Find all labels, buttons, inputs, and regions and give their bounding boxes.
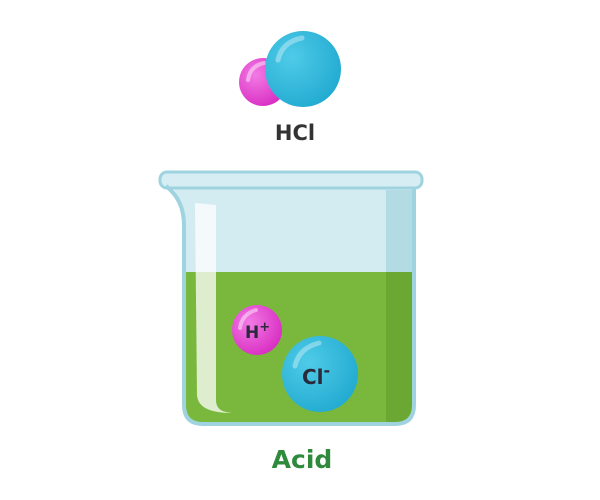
chloride-ion-sphere bbox=[282, 336, 358, 412]
hydrogen-ion: H+ bbox=[232, 305, 282, 355]
hydrogen-ion-symbol: H bbox=[245, 323, 259, 343]
caption-acid: Acid bbox=[272, 445, 333, 474]
chlorine-atom-highlight bbox=[275, 35, 305, 63]
svg-text:Cl-: Cl- bbox=[302, 361, 330, 389]
beaker-liquid-shade bbox=[386, 272, 414, 423]
beaker-outline bbox=[164, 184, 416, 426]
beaker-reflection bbox=[195, 203, 232, 413]
hydrogen-ion-charge: + bbox=[259, 320, 270, 335]
chloride-ion-highlight bbox=[292, 340, 322, 369]
svg-text:H+: H+ bbox=[245, 320, 270, 343]
chloride-ion: Cl- bbox=[282, 336, 358, 412]
molecule-formula: HCl bbox=[275, 121, 315, 145]
chlorine-atom bbox=[265, 31, 341, 107]
hcl-molecule bbox=[239, 31, 341, 107]
hydrogen-ion-highlight bbox=[238, 308, 258, 330]
hydrogen-ion-sphere bbox=[232, 305, 282, 355]
beaker-glass-shade bbox=[386, 190, 414, 272]
beaker-rim bbox=[158, 170, 424, 190]
chloride-ion-charge: - bbox=[324, 361, 331, 380]
hydrogen-atom-highlight bbox=[246, 61, 266, 82]
chloride-ion-symbol: Cl bbox=[302, 365, 324, 389]
